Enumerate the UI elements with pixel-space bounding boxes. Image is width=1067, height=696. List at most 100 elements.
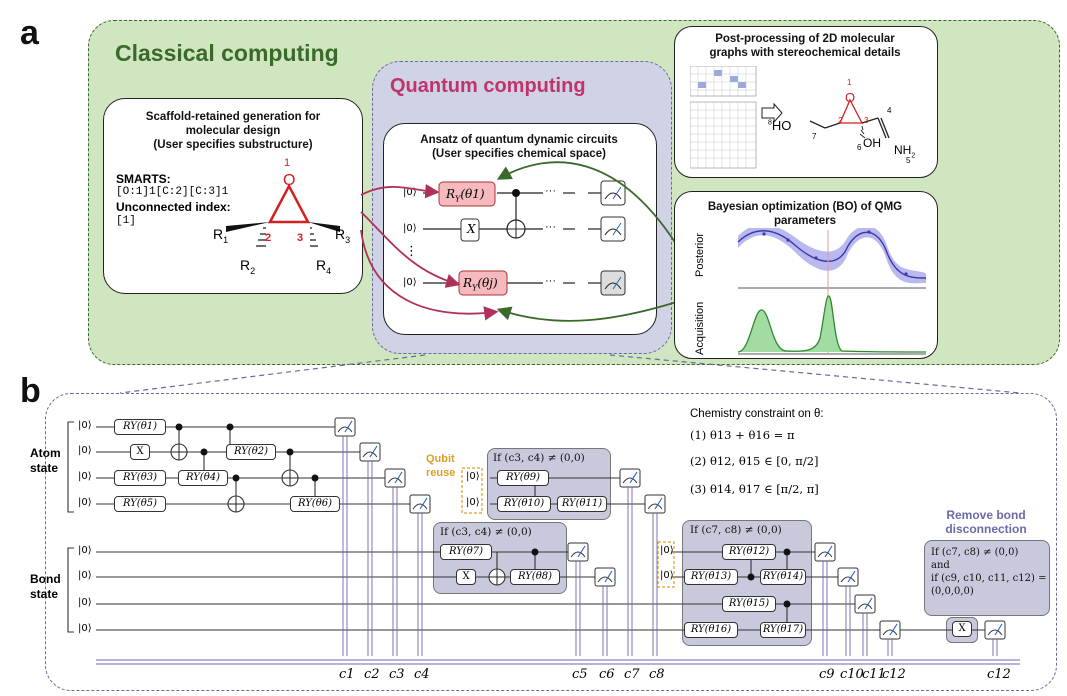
scaffold-idx3: 3	[297, 232, 304, 244]
atom-state-label: Atom state	[30, 446, 61, 475]
gate-ry-theta2: RY(θ2)	[226, 444, 276, 460]
panel-a-label: a	[20, 14, 39, 52]
gate-ry-theta6: RY(θ6)	[290, 496, 340, 512]
qubit-reuse-label: Qubit reuse	[426, 453, 456, 479]
bo-box	[674, 191, 938, 359]
ket-atom-1: |0⟩	[78, 420, 92, 431]
gate-ry-theta3: RY(θ3)	[114, 470, 166, 486]
postproc-idx4: 4	[887, 106, 892, 115]
unconnected-label: Unconnected index:	[116, 200, 231, 214]
gate-ry-theta1: RY(θ1)	[114, 419, 166, 435]
scaffold-box	[103, 98, 363, 294]
scaffold-atom-o: O	[283, 172, 296, 189]
ansatz-gate-ry-theta1: RY(θ1)	[446, 187, 485, 204]
clabel-c5: c5	[572, 667, 588, 682]
scaffold-r2: R2	[240, 257, 256, 276]
ansatz-gate-x: X	[467, 222, 476, 236]
remove-bond-text-line2: and	[931, 560, 950, 571]
ket-bond-4: |0⟩	[78, 623, 92, 634]
clabel-c8: c8	[649, 667, 665, 682]
gate-ry-theta11: RY(θ11)	[557, 496, 607, 512]
ansatz-ket-2: |0⟩	[403, 223, 417, 234]
remove-bond-text: If (c7, c8) ≠ (0,0) and if (c9, c10, c11…	[931, 546, 1046, 598]
smarts-label: SMARTS:	[116, 172, 171, 186]
bo-title-line2: parameters	[773, 215, 836, 227]
classical-computing-title: Classical computing	[115, 40, 339, 66]
scaffold-idx2: 2	[265, 232, 272, 244]
scaffold-title-line2: molecular design	[185, 125, 281, 137]
postproc-idx7: 7	[812, 132, 817, 141]
remove-bond-text-line4: (0,0,0,0)	[931, 586, 974, 597]
ansatz-title-line2: (User specifies chemical space)	[432, 148, 606, 160]
smarts-value: [O:1]1[C:2][C:3]1	[116, 186, 229, 198]
ansatz-dots-2: ···	[545, 221, 556, 233]
scaffold-title: Scaffold-retained generation for molecul…	[103, 110, 363, 152]
postproc-atom-o: O	[845, 90, 856, 105]
ansatz-circuit	[423, 180, 626, 296]
ket-reuse-1: |0⟩	[466, 471, 480, 482]
postproc-title-line2: graphs with stereochemical details	[709, 47, 901, 59]
clabel-c1: c1	[339, 667, 355, 682]
bond-state-label: Bond state	[30, 572, 61, 601]
gate-ry-theta17: RY(θ17)	[760, 622, 806, 638]
remove-bond-text-line3: if (c9, c10, c11, c12) =	[931, 573, 1047, 584]
bo-plots	[737, 228, 927, 355]
remove-bond-title-line1: Remove bond	[946, 508, 1026, 522]
constraint-title: Chemistry constraint on θ:	[690, 408, 824, 420]
postproc-atom-oh: OH	[863, 136, 881, 150]
scaffold-title-line3: (User specifies substructure)	[153, 139, 313, 151]
gate-ry-theta13: RY(θ13)	[684, 569, 738, 585]
ansatz-title-line1: Ansatz of quantum dynamic circuits	[420, 134, 618, 146]
ansatz-title: Ansatz of quantum dynamic circuits (User…	[383, 133, 655, 161]
cond-text-atom: If (c3, c4) ≠ (0,0)	[493, 452, 585, 464]
ket-bond-2: |0⟩	[78, 570, 92, 581]
gate-ry-theta15: RY(θ15)	[722, 596, 776, 612]
ket-atom-3: |0⟩	[78, 471, 92, 482]
unconnected-value: [1]	[116, 215, 136, 227]
ket-reuse-2: |0⟩	[466, 497, 480, 508]
quantum-computing-title: Quantum computing	[390, 75, 586, 97]
postproc-idx2: 2	[838, 116, 843, 125]
postproc-idx5: 5	[906, 156, 911, 165]
gate-x-2: X	[456, 569, 476, 585]
epoxide-scaffold-drawing	[226, 183, 340, 247]
ket-bond-1: |0⟩	[78, 545, 92, 556]
clabel-c6: c6	[599, 667, 615, 682]
cond-text-bond2: If (c7, c8) ≠ (0,0)	[690, 524, 782, 536]
gate-ry-theta8: RY(θ8)	[510, 569, 560, 585]
ket-reuse-3: |0⟩	[660, 545, 674, 556]
constraint-line2: (2) θ12, θ15 ∈ [0, π/2]	[690, 454, 819, 468]
postproc-idx3: 3	[864, 116, 869, 125]
gate-ry-theta9: RY(θ9)	[497, 470, 549, 486]
bo-title: Bayesian optimization (BO) of QMG parame…	[674, 200, 936, 228]
ansatz-dots-1: ···	[545, 185, 556, 197]
ansatz-dots-3: ···	[545, 275, 556, 287]
gate-ry-theta10: RY(θ10)	[497, 496, 551, 512]
postproc-title-line1: Post-processing of 2D molecular	[715, 33, 895, 45]
gate-ry-theta14: RY(θ14)	[760, 569, 806, 585]
scaffold-title-line1: Scaffold-retained generation for	[145, 111, 321, 123]
panel-b-label: b	[20, 372, 41, 410]
clabel-c7: c7	[624, 667, 640, 682]
gate-ry-theta5: RY(θ5)	[114, 496, 166, 512]
scaffold-idx1: 1	[284, 157, 291, 169]
clabel-c11: c11	[862, 667, 886, 682]
ansatz-gate-ry-thetaj: RY(θj)	[463, 276, 498, 293]
ket-atom-4: |0⟩	[78, 497, 92, 508]
scaffold-r1: R1	[213, 226, 229, 245]
clabel-c9: c9	[819, 667, 835, 682]
bo-title-line1: Bayesian optimization (BO) of QMG	[707, 201, 903, 213]
clabel-c10: c10	[840, 667, 864, 682]
gate-ry-theta4: RY(θ4)	[178, 470, 228, 486]
clabel-c2: c2	[364, 667, 380, 682]
remove-bond-box	[924, 540, 1050, 616]
ket-reuse-4: |0⟩	[660, 570, 674, 581]
clabel-c12: c12	[882, 667, 906, 682]
remove-bond-title-line2: disconnection	[945, 522, 1027, 536]
ket-atom-2: |0⟩	[78, 445, 92, 456]
postproc-title: Post-processing of 2D molecular graphs w…	[674, 32, 936, 60]
clabel-c4: c4	[414, 667, 430, 682]
